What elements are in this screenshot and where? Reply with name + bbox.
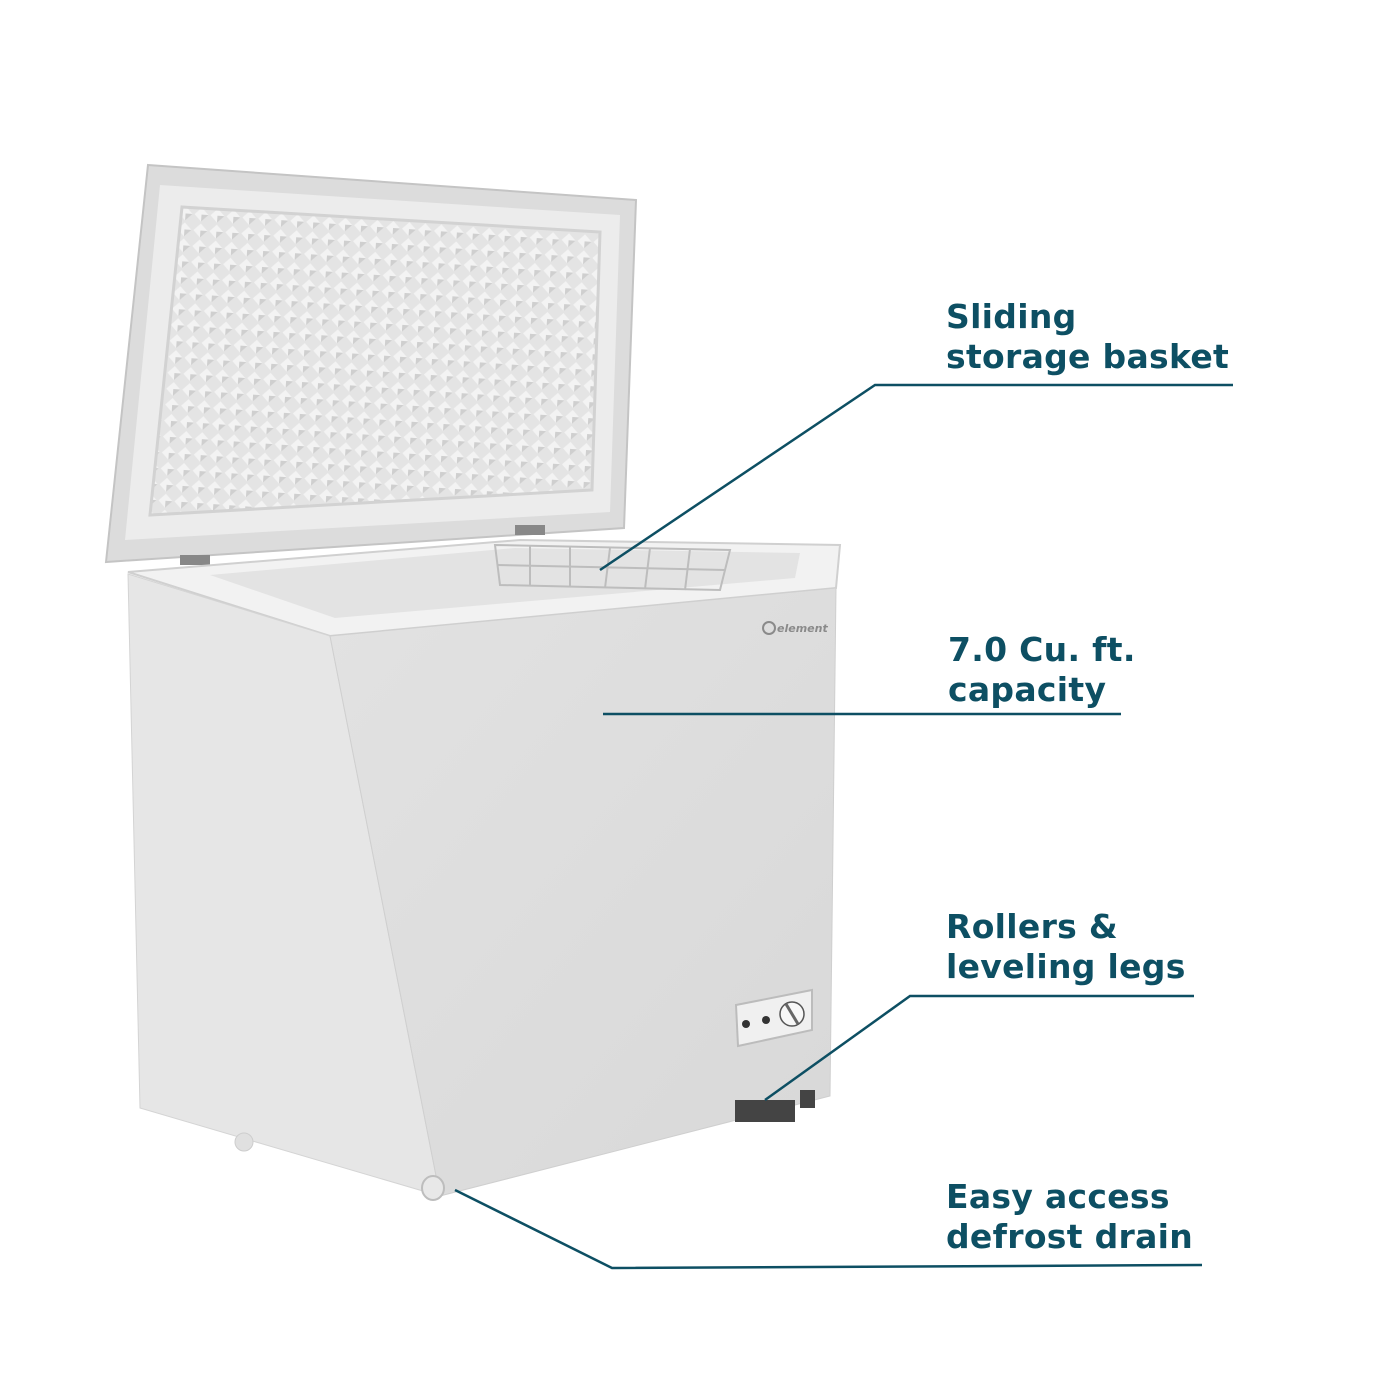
leveling-legs <box>735 1100 795 1122</box>
callout-line-drain <box>454 1188 1203 1270</box>
indicator-light <box>742 1020 750 1028</box>
freezer-lid <box>104 163 638 564</box>
callout-capacity: 7.0 Cu. ft. capacity <box>948 630 1136 710</box>
callout-defrost-drain: Easy access defrost drain <box>946 1177 1193 1257</box>
control-panel <box>734 988 813 1048</box>
callout-line-rollers <box>764 994 1194 1102</box>
callout-text: Easy access <box>946 1177 1170 1216</box>
callout-text: 7.0 Cu. ft. <box>948 630 1136 669</box>
callout-sliding-basket: Sliding storage basket <box>946 297 1229 377</box>
svg-text:element: element <box>777 622 828 635</box>
freezer-opening <box>210 548 800 618</box>
freezer-front-panel <box>329 587 837 1197</box>
callout-text: capacity <box>948 670 1107 709</box>
hinge <box>515 525 545 535</box>
side-plug <box>234 1132 254 1152</box>
callout-text: leveling legs <box>946 947 1186 986</box>
callout-text: Sliding <box>946 297 1077 336</box>
defrost-drain <box>421 1175 445 1201</box>
storage-basket <box>493 543 732 592</box>
callout-text: storage basket <box>946 337 1230 376</box>
callout-text: Rollers & <box>946 907 1118 946</box>
indicator-light <box>762 1016 770 1024</box>
callout-rollers: Rollers & leveling legs <box>946 907 1186 987</box>
callout-text: defrost drain <box>946 1217 1194 1256</box>
hinge <box>180 555 210 565</box>
brand-logo: element <box>762 621 828 635</box>
callout-line-basket <box>599 383 1233 572</box>
roller <box>800 1090 815 1108</box>
